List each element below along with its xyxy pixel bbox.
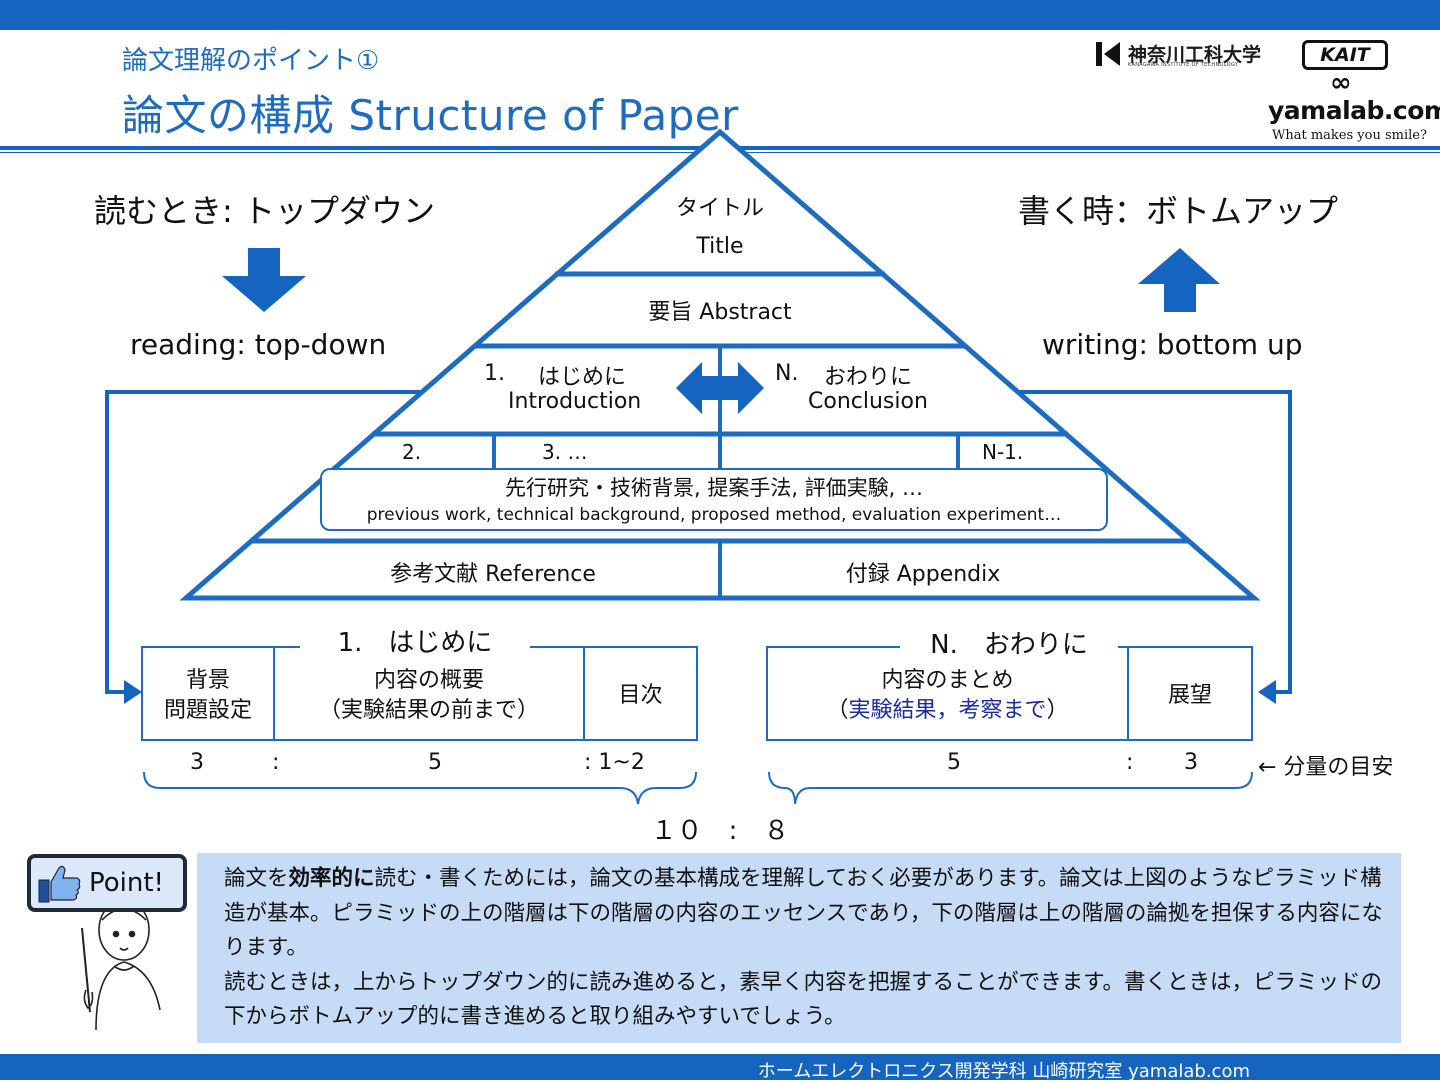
kait-university-subtitle: KANAGAWA INSTITUTE OF TECHNOLOGY <box>1128 62 1239 68</box>
writing-label-en: writing: bottom up <box>1042 328 1303 361</box>
infinity-symbol: ∞ <box>1330 68 1352 98</box>
kait-university-logo: 神奈川工科大学 KANAGAWA INSTITUTE OF TECHNOLOGY <box>1096 40 1266 70</box>
point-panel <box>197 853 1401 1043</box>
ratio-guide-note: ← 分量の目安 <box>1258 755 1394 780</box>
intro-col-overview: 内容の概要 <box>373 668 484 693</box>
methods-en: previous work, technical background, pro… <box>366 505 1062 525</box>
conc-ratio-b: 3 <box>1184 750 1198 775</box>
pyramid-abstract: 要旨 Abstract <box>648 300 792 325</box>
intro-col-problem: 問題設定 <box>163 698 252 723</box>
page-title: 論文の構成 Structure of Paper <box>122 91 739 140</box>
intro-detail-table <box>141 646 698 741</box>
conc-connector-line <box>1020 390 1292 694</box>
point-paragraph-1: 論文を効率的に読む・書くためには，論文の基本構成を理解しておく必要があります。論… <box>224 862 1384 966</box>
pyramid-appendix: 付録 Appendix <box>845 562 1001 587</box>
yamalab-tagline: What makes you smile? <box>1272 128 1427 143</box>
intro-ratio-c: : 1~2 <box>584 750 645 775</box>
reading-label-jp: 読むとき: トップダウン <box>94 192 435 230</box>
writing-label-jp: 書く時：ボトムアップ <box>1018 192 1339 230</box>
point-badge: Point! <box>27 854 187 912</box>
conc-col-summary: 内容のまとめ <box>881 668 1014 693</box>
point-text: 論文を効率的に読む・書くためには，論文の基本構成を理解しておく必要があります。論… <box>224 862 1384 1035</box>
conc-detail-table <box>766 646 1253 741</box>
double-arrow-icon <box>676 362 764 414</box>
intro-ratio-a: 3 <box>190 750 204 775</box>
intro-col-background: 背景 <box>185 668 230 693</box>
methods-jp: 先行研究・技術背景, 提案手法, 評価実験, … <box>504 476 924 500</box>
point-p1-start: 論文を <box>224 866 289 891</box>
conc-heading-gap <box>900 640 1118 652</box>
total-ratio: １０ : ８ <box>650 816 790 846</box>
intro-detail-heading: 1. はじめに <box>337 628 493 658</box>
page-subtitle: 論文理解のポイント① <box>122 46 380 76</box>
kait-mark-icon <box>1096 42 1120 66</box>
intro-ratio-colon: : <box>272 750 280 775</box>
pyramid-section-2: 2. <box>402 440 422 464</box>
pyramid-title-jp: タイトル <box>675 196 764 221</box>
pyramid-reference: 参考文献 Reference <box>390 562 596 587</box>
kait-university-name: 神奈川工科大学 <box>1128 44 1262 66</box>
intro-connector-arrowhead <box>124 680 142 704</box>
conc-col-summary-note-wrap: （実験結果，考察まで） <box>767 692 1128 724</box>
conc-col-outlook: 展望 <box>1167 683 1212 708</box>
thumbs-up-icon <box>38 865 81 903</box>
footer-bar <box>0 1054 1440 1080</box>
up-arrow-icon <box>1138 248 1220 312</box>
point-p1-emphasis: 効率的に <box>288 866 375 891</box>
pyramid-title-en: Title <box>696 234 744 259</box>
footer-text: ホームエレクトロニクス開発学科 山崎研究室 yamalab.com <box>757 1061 1250 1082</box>
conc-ratio-colon: : <box>1126 750 1134 775</box>
methods-box <box>320 468 1108 531</box>
pyramid-section-3: 3. … <box>542 440 588 464</box>
intro-col-toc: 目次 <box>618 683 663 708</box>
reading-label-en: reading: top-down <box>130 328 387 361</box>
conc-col-summary-note: 実験結果，考察まで <box>848 698 1047 723</box>
intro-heading-gap <box>300 640 530 652</box>
pyramid-intro-jp: はじめに <box>538 365 627 390</box>
professor-character-icon <box>81 899 161 1031</box>
conc-col-paren-close: ） <box>1046 698 1069 723</box>
yamalab-logo: yamalab.com <box>1268 96 1440 125</box>
conc-ratio-a: 5 <box>947 750 961 775</box>
top-bar <box>0 0 1440 30</box>
pyramid-intro-en: Introduction <box>508 389 642 414</box>
point-p1-rest: 読む・書くためには，論文の基本構成を理解しておく必要があります。論文は上図のよう… <box>224 866 1383 960</box>
pyramid-conc-jp: おわりに <box>824 365 913 390</box>
intro-connector-line <box>105 390 420 694</box>
pyramid-intro-num: 1. <box>484 361 505 386</box>
conc-detail-heading: N. おわりに <box>930 630 1088 660</box>
point-badge-label: Point! <box>89 868 164 898</box>
pyramid-section-n1: N-1. <box>982 440 1024 464</box>
intro-col-overview-note: （実験結果の前まで） <box>318 698 539 723</box>
pyramid-conc-en: Conclusion <box>808 389 928 414</box>
conc-col-paren-open: （ <box>826 698 849 723</box>
conc-brace <box>768 771 1253 805</box>
conc-connector-arrowhead <box>1258 680 1276 704</box>
kait-logo: KAIT <box>1302 40 1388 70</box>
intro-ratio-b: 5 <box>428 750 442 775</box>
point-paragraph-2: 読むときは，上からトップダウン的に読み進めると，素早く内容を把握することができま… <box>224 969 1382 1030</box>
down-arrow-icon <box>222 248 306 312</box>
intro-brace <box>143 771 697 805</box>
pyramid-conc-num: N. <box>775 361 799 386</box>
